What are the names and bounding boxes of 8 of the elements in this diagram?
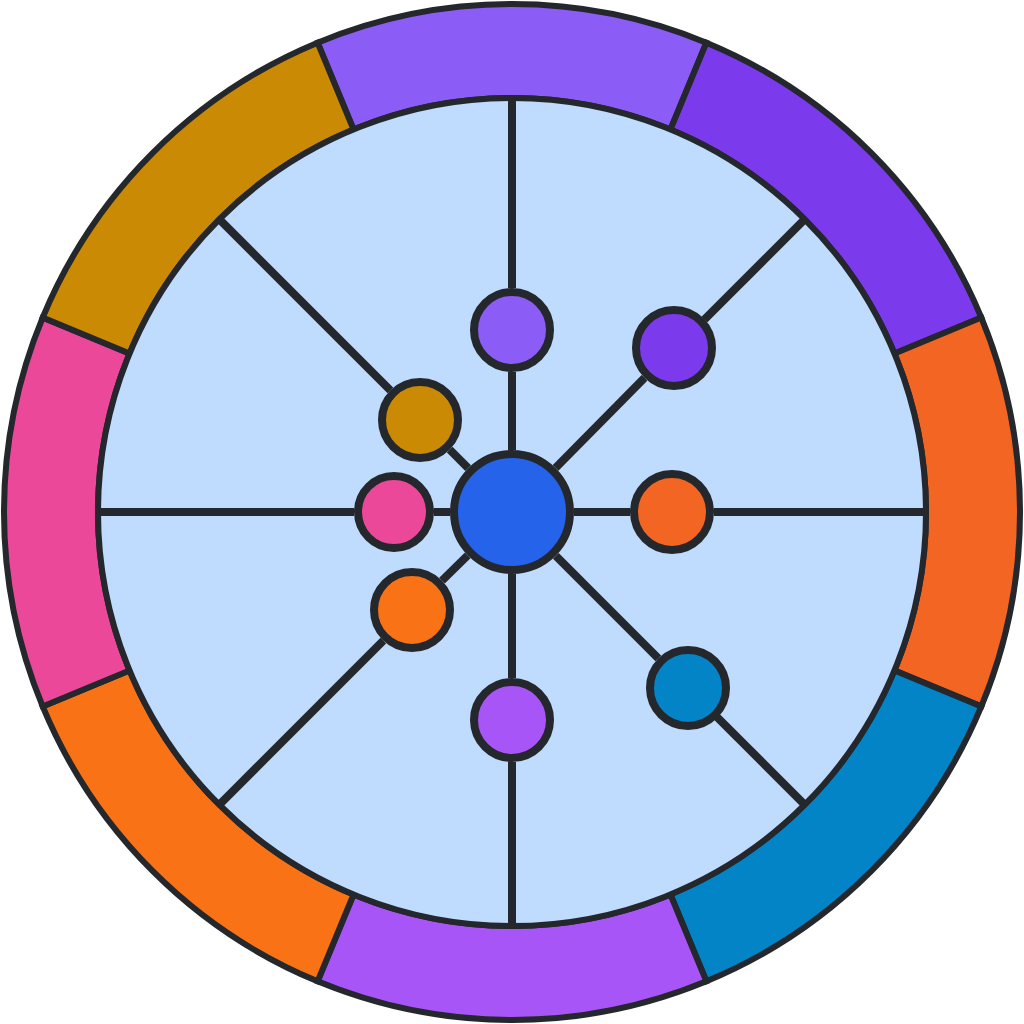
connector-line [508,574,516,678]
connector-line [574,508,630,516]
connector-line [552,375,648,471]
connector-line [508,372,516,450]
connector-line [446,446,471,471]
connector-line [434,508,450,516]
connector-line [439,552,471,584]
connector-line [553,553,662,662]
